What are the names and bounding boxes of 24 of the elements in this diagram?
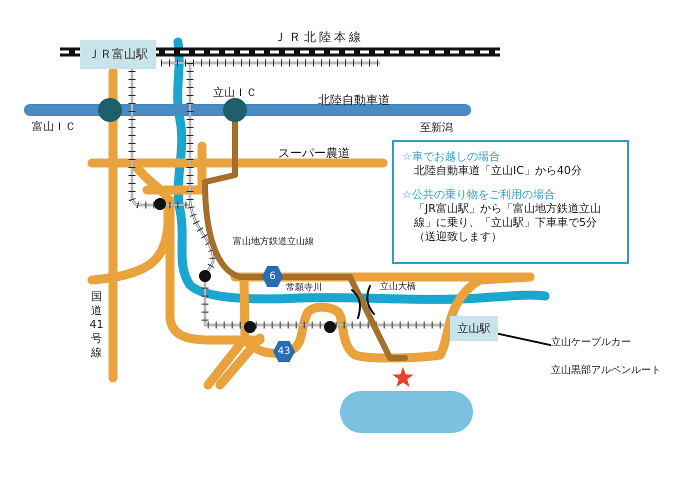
interchange-label: 立山ＩＣ	[213, 86, 257, 99]
route-label: 立山ケーブルカー	[551, 336, 632, 349]
info-heading: ☆車でお越しの場合	[402, 150, 501, 164]
station-box: ＪＲ富山駅	[80, 40, 156, 69]
bridge-label: 立山大橋	[380, 281, 416, 294]
interchange-label: 富山ＩＣ	[32, 120, 76, 133]
info-heading: ☆公共の乗り物をご利用の場合	[402, 188, 556, 202]
route-shield: 6	[262, 266, 283, 287]
line-label: 富山地方鉄道立山線	[233, 236, 314, 249]
road-label: 北陸自動車道	[318, 94, 390, 107]
info-text: 「JR富山駅」から「富山地方鉄道立山線」に乗り、「立山駅」下車車で5分	[413, 202, 602, 230]
info-box	[392, 140, 629, 264]
river-label: 常願寺川	[286, 282, 322, 295]
info-text: 北陸自動車道「立山IC」から40分	[413, 164, 583, 178]
route-shield: 43	[273, 341, 295, 362]
destination-pill	[340, 391, 473, 433]
line-label: ＪＲ北陸本線	[274, 31, 364, 44]
road-label: スーパー農道	[278, 147, 350, 160]
road-label: 国道41号線	[89, 290, 104, 360]
leader-line	[498, 332, 552, 346]
info-text: （送迎致します）	[413, 230, 503, 244]
station-box: 立山駅	[450, 316, 498, 341]
direction-label: 至新潟	[420, 121, 453, 134]
route-label: 立山黒部アルペンルート	[551, 364, 662, 377]
